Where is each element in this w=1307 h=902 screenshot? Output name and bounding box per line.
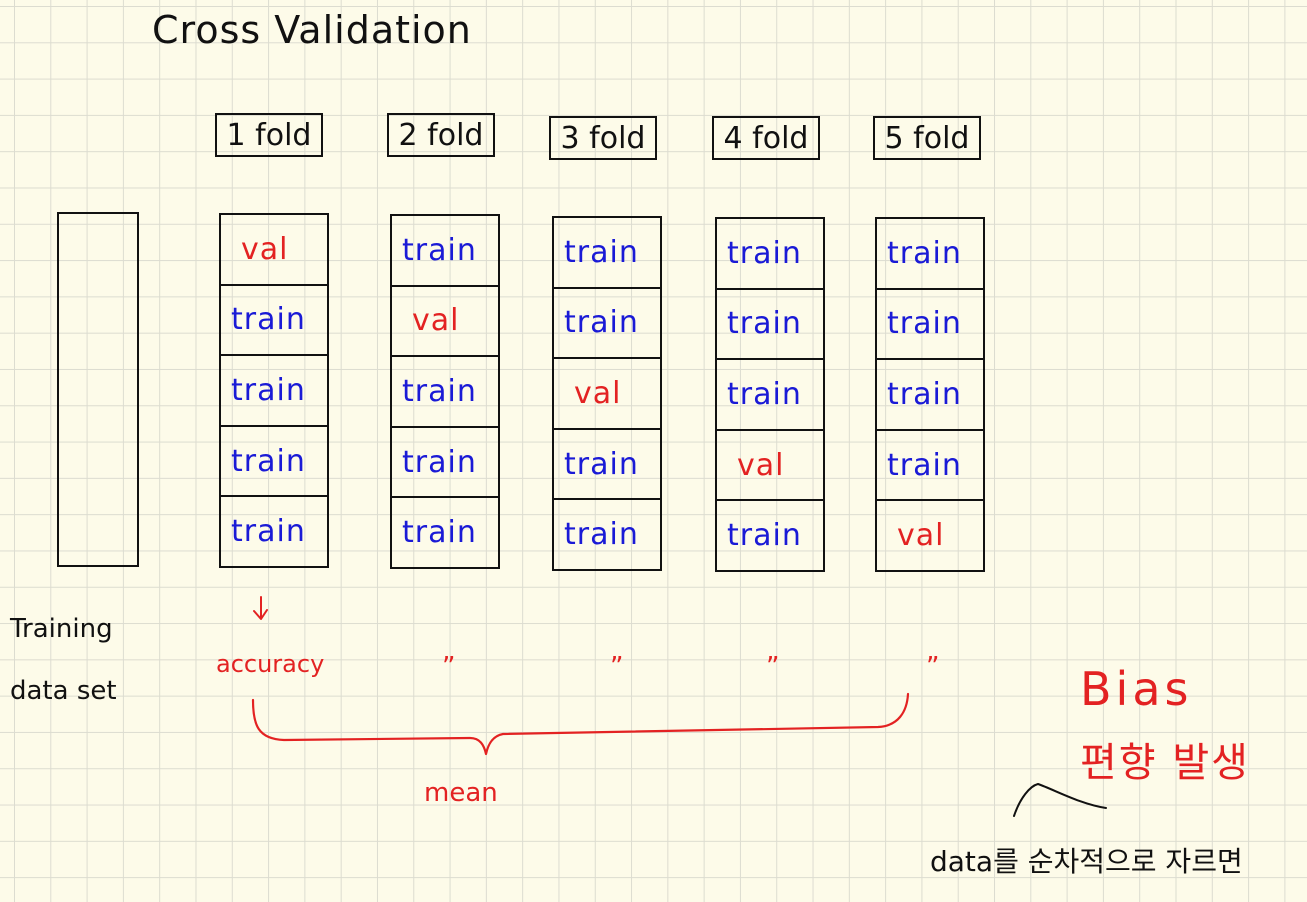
fold-4-segment-4: val (717, 431, 823, 502)
fold-1-segment-5: train (221, 497, 327, 568)
fold-1-column: val train train train train (219, 213, 329, 568)
fold-1-segment-1: val (221, 215, 327, 286)
fold-1-segment-4: train (221, 427, 327, 498)
ditto-mark-3: ” (610, 652, 624, 682)
mean-label: mean (424, 778, 498, 808)
sequential-split-note: data를 순차적으로 자르면 (930, 845, 1243, 878)
fold-5-segment-3: train (877, 360, 983, 431)
fold-3-label: 3 fold (549, 116, 657, 160)
bias-korean-label: 편향 발생 (1080, 740, 1250, 786)
ditto-mark-4: ” (766, 652, 780, 682)
fold-4-segment-5: train (717, 501, 823, 572)
fold-3-segment-2: train (554, 289, 660, 360)
fold-4-label: 4 fold (712, 116, 820, 160)
fold-1-segment-2: train (221, 286, 327, 357)
fold-4-segment-1: train (717, 219, 823, 290)
ditto-mark-5: ” (926, 652, 940, 682)
fold-5-segment-5: val (877, 501, 983, 572)
training-dataset-box (57, 212, 139, 567)
ditto-mark-2: ” (442, 652, 456, 682)
fold-2-segment-2: val (392, 287, 498, 358)
fold-5-label: 5 fold (873, 116, 981, 160)
fold-5-segment-2: train (877, 290, 983, 361)
fold-3-segment-1: train (554, 218, 660, 289)
fold-3-segment-4: train (554, 430, 660, 501)
fold-5-segment-4: train (877, 431, 983, 502)
fold-3-segment-3: val (554, 359, 660, 430)
fold-1-segment-3: train (221, 356, 327, 427)
training-label-line1: Training (10, 614, 113, 644)
fold-2-segment-4: train (392, 428, 498, 499)
fold-5-segment-1: train (877, 219, 983, 290)
fold-2-column: train val train train train (390, 214, 500, 569)
training-label-line2: data set (10, 676, 117, 706)
fold-3-segment-5: train (554, 500, 660, 571)
bias-label: Bias (1080, 662, 1193, 716)
pointer-arrow-icon (1013, 782, 1107, 817)
fold-5-column: train train train train val (875, 217, 985, 572)
accuracy-label: accuracy (216, 650, 325, 678)
mean-brace (251, 692, 910, 756)
fold-4-segment-3: train (717, 360, 823, 431)
fold-2-segment-3: train (392, 357, 498, 428)
diagram-title: Cross Validation (152, 8, 472, 52)
fold-4-column: train train train val train (715, 217, 825, 572)
fold-1-label: 1 fold (215, 113, 323, 157)
fold-3-column: train train val train train (552, 216, 662, 571)
fold-2-segment-1: train (392, 216, 498, 287)
down-arrow-icon (253, 596, 268, 620)
fold-4-segment-2: train (717, 290, 823, 361)
fold-2-segment-5: train (392, 498, 498, 569)
fold-2-label: 2 fold (387, 113, 495, 157)
